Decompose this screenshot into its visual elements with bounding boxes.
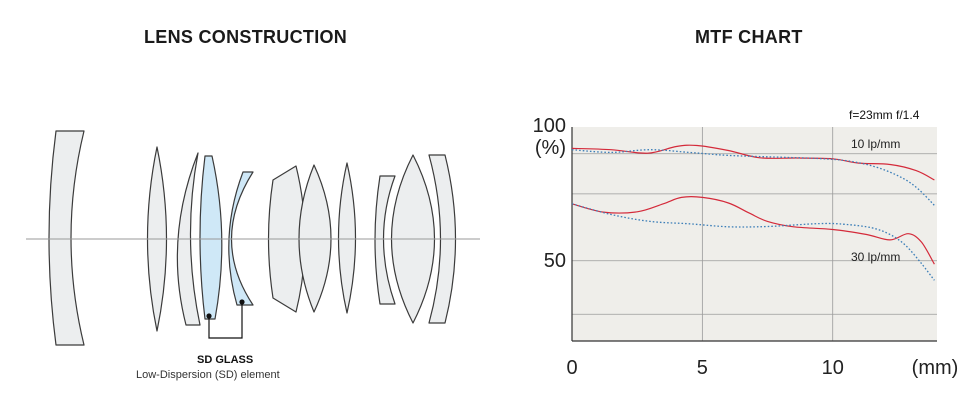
mtf-x-tick-10: 10 [822,357,844,379]
lens-element-8 [337,162,357,314]
mtf-chart-title: MTF CHART [695,27,803,47]
sd-pointer-dot-1 [206,313,212,319]
mtf-curve-label-10: 10 lp/mm [851,137,900,151]
lens-construction-title: LENS CONSTRUCTION [144,27,348,47]
mtf-curve-label-30: 30 lp/mm [851,250,900,264]
mtf-series-2 [571,196,935,265]
lens-element-1 [48,130,85,346]
mtf-y-tick-100: 100 [533,115,566,137]
mtf-series-0 [571,144,935,181]
mtf-series-3 [571,203,935,281]
sd-glass-label: SD GLASS [197,354,254,366]
mtf-x-axis-label: (mm) [912,357,959,379]
sd-glass-element-2 [228,171,254,306]
mtf-plot-area [572,127,937,341]
mtf-lens-spec: f=23mm f/1.4 [849,108,920,122]
sd-glass-description: Low-Dispersion (SD) element [136,369,280,381]
mtf-y-tick-50: 50 [544,250,566,272]
mtf-x-tick-5: 5 [697,357,708,379]
sd-pointer-dot-2 [239,299,245,305]
sd-pointer-1 [208,302,243,339]
mtf-y-axis-label: (%) [535,137,566,159]
lens-diagram [26,130,480,346]
lens-element-9 [374,175,396,305]
mtf-x-tick-0: 0 [566,357,577,379]
sd-glass-element-1 [199,155,223,320]
